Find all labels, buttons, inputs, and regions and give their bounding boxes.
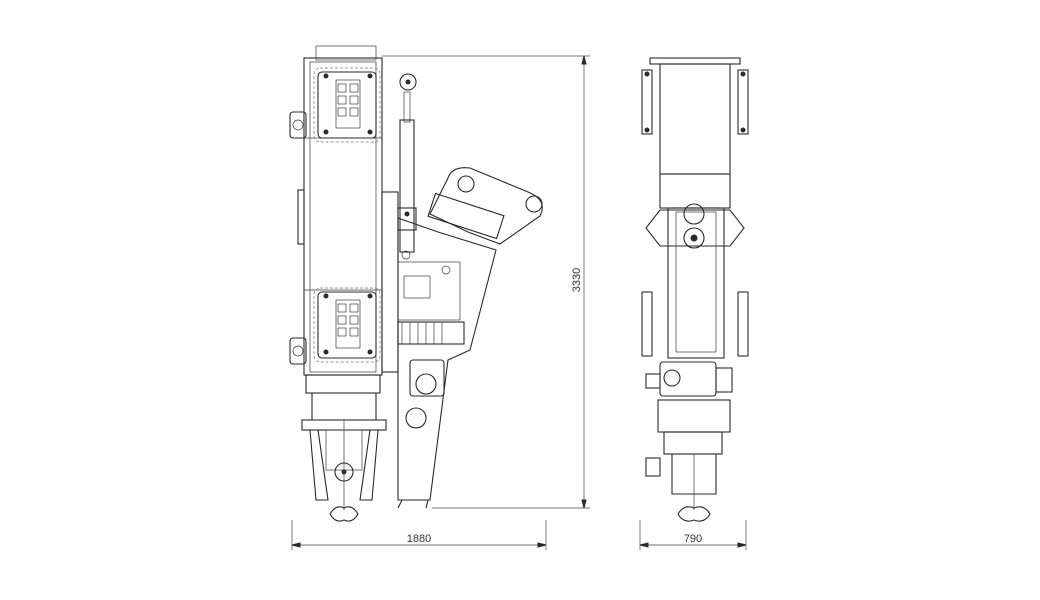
side-height-dimension: 3330 bbox=[571, 268, 583, 292]
dimension-lines bbox=[291, 55, 747, 550]
front-main-column bbox=[649, 57, 741, 359]
side-main-column bbox=[303, 45, 383, 376]
side-width-dimension: 1880 bbox=[407, 533, 431, 545]
upper-clamp bbox=[313, 67, 381, 143]
front-lower-head bbox=[645, 399, 731, 522]
side-lower-head bbox=[301, 374, 387, 522]
lower-clamp bbox=[313, 287, 381, 363]
side-boom bbox=[397, 167, 543, 509]
side-lugs bbox=[289, 111, 307, 365]
front-motor bbox=[645, 361, 733, 397]
front-pivot bbox=[645, 203, 745, 249]
front-side-brackets bbox=[641, 69, 749, 357]
front-width-dimension: 790 bbox=[684, 533, 702, 545]
side-view bbox=[289, 45, 543, 522]
front-view bbox=[641, 57, 749, 522]
